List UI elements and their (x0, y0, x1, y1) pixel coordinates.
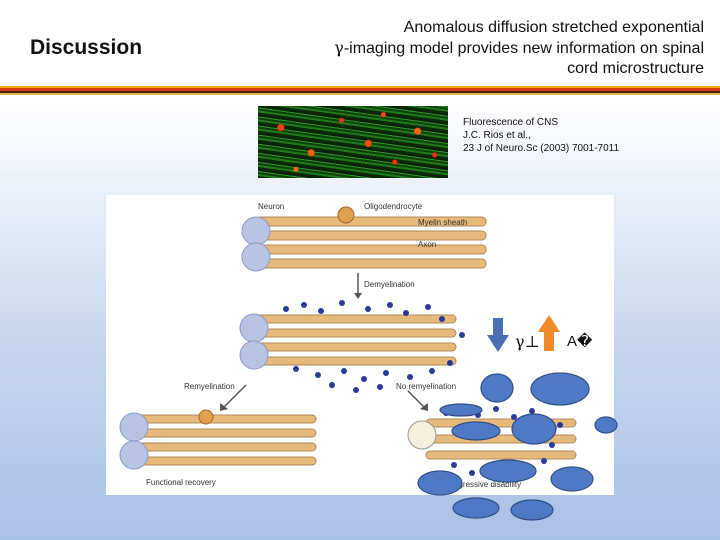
label-neuron: Neuron (258, 202, 284, 211)
neuron-cell-body (241, 242, 271, 272)
neuron-cell-body (241, 216, 271, 246)
neuron-cell-body (239, 340, 269, 370)
caption-line-3: 23 J of Neuro.Sc (2003) 7001-7011 (463, 143, 620, 154)
myelin-segment (425, 418, 577, 428)
neuron-cell-body (407, 420, 437, 450)
ellipse (510, 499, 554, 521)
myelin-segment (425, 450, 577, 460)
myelin-segment (255, 230, 487, 241)
slide-header (0, 0, 720, 88)
arrow-no-remyelination (407, 390, 425, 408)
neuron-cell-body (239, 313, 269, 343)
title-line-2: γ-imaging model provides new information… (274, 38, 704, 59)
myelin-segment (135, 428, 317, 438)
a-missing-glyph: � (577, 333, 593, 350)
panel-demyelinated: Remyelination No remyelination (184, 300, 465, 411)
label-functional-recovery: Functional recovery (146, 478, 216, 487)
myelin-segment (255, 342, 457, 352)
header-rule-dark (0, 91, 720, 93)
label-progressive-disability: Progressive disability (446, 480, 521, 489)
label-axon: Axon (418, 240, 436, 249)
neuron-cell-body (119, 412, 149, 442)
fluorescence-caption: Fluorescence of CNS J.C. Rios et al., 23… (463, 116, 619, 155)
myelin-segment (255, 244, 487, 255)
panel-no-remyelination: Progressive disability (407, 404, 577, 489)
myelin-segment (255, 314, 457, 324)
gamma-symbol: γ (334, 38, 344, 57)
header-rule-red (0, 88, 720, 91)
myelin-segment (255, 356, 457, 366)
caption-line-1: Fluorescence of CNS (463, 117, 559, 128)
title-line-2-text: -imaging model provides new information … (343, 40, 704, 57)
myelin-segment (255, 258, 487, 269)
gamma-perp-label: γ⊥ (515, 332, 540, 351)
myelin-segment (425, 434, 577, 444)
a-label: A� (567, 332, 592, 350)
arrow-remyelination (223, 384, 247, 408)
label-remyelination: Remyelination (184, 382, 235, 391)
title-line-1: Anomalous diffusion stretched exponentia… (403, 19, 704, 36)
a-symbol: A (567, 333, 578, 350)
header-rule-gold (0, 93, 720, 95)
myelin-segment (135, 414, 317, 424)
oligodendrocyte (198, 409, 214, 425)
neuron-cell-body (119, 440, 149, 470)
myelin-segment (135, 442, 317, 452)
panel-normal: Neuron Oligodendrocyte Myelin sheath Axo… (241, 202, 487, 299)
arrow-head (354, 293, 362, 299)
label-no-remyelination: No remyelination (396, 382, 456, 391)
panel-remyelinated: Functional recovery (119, 409, 317, 487)
ellipse (452, 497, 500, 519)
header-rule-orange (0, 86, 720, 88)
fluorescence-image (258, 106, 448, 178)
label-oligodendrocyte: Oligodendrocyte (364, 202, 423, 211)
section-title: Discussion (30, 36, 143, 59)
slide-title: Anomalous diffusion stretched exponentia… (274, 18, 704, 79)
arrow-head (420, 403, 428, 411)
oligodendrocyte (337, 206, 355, 224)
caption-line-2: J.C. Rios et al., (463, 130, 531, 141)
myelin-segment (255, 328, 457, 338)
label-demyelination: Demyelination (364, 280, 415, 289)
arrow-head (220, 403, 228, 411)
myelin-segment (135, 456, 317, 466)
title-line-3: cord microstructure (567, 60, 704, 77)
label-myelin-sheath: Myelin sheath (418, 218, 467, 227)
debris-dots (283, 300, 465, 393)
